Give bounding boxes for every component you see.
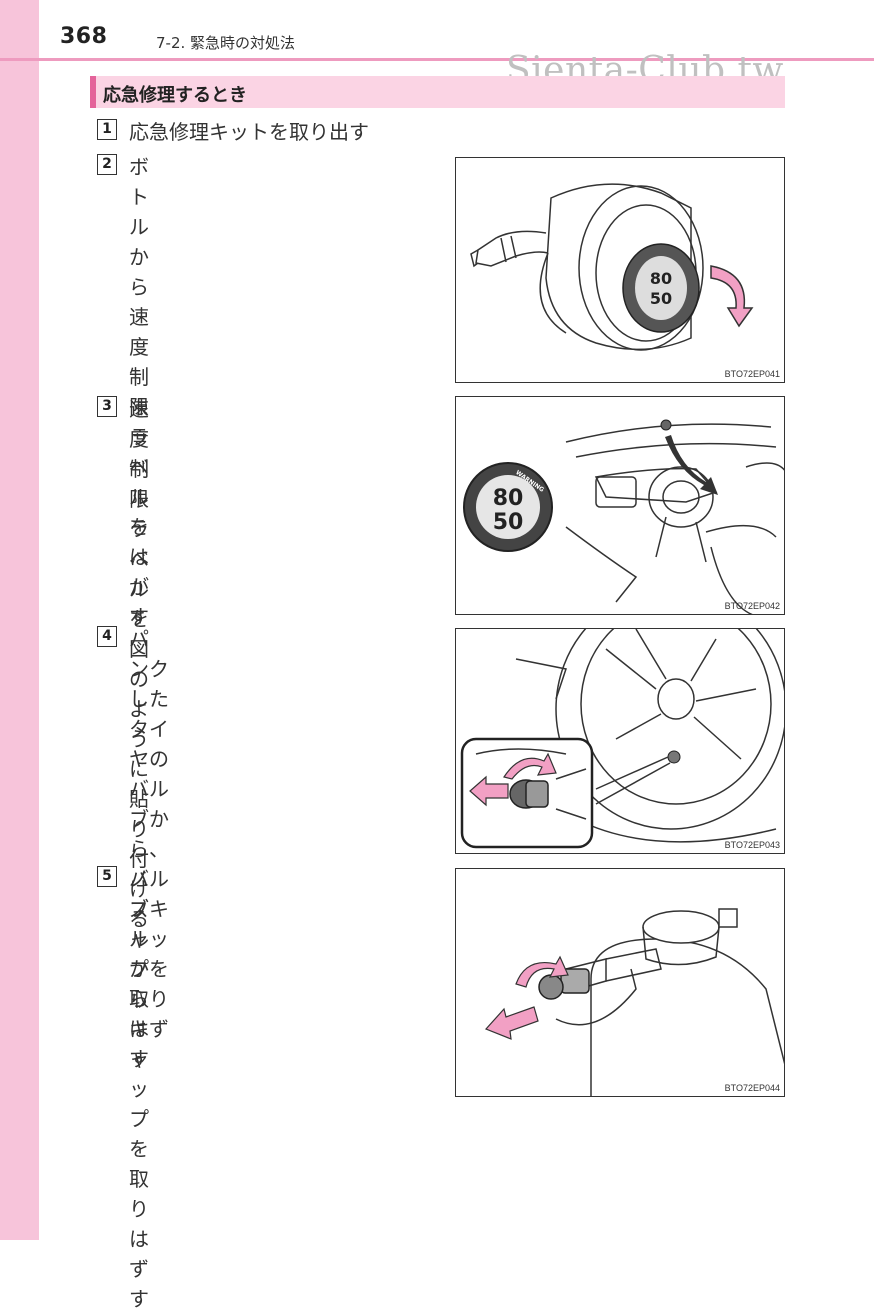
nozzle-illustration (484, 908, 784, 1096)
step-number: 1 (97, 119, 117, 140)
step-text-line: 速度制限ラベルを図のように貼 (129, 397, 149, 811)
curved-arrow-icon (710, 265, 754, 328)
page-number: 368 (60, 24, 108, 49)
step-number: 5 (97, 866, 117, 887)
chapter-title: 7-2. 緊急時の対処法 (156, 34, 296, 52)
step-text: 速度制限ラベルを図のように貼 り付ける (129, 394, 149, 934)
figure-id: BTO72EP041 (724, 369, 780, 379)
section-heading-text: 応急修理するとき (103, 85, 247, 106)
figure-tire-valve: BTO72EP043 (455, 628, 785, 854)
step-text: 応急修理キットを取り出す (129, 120, 369, 144)
step-number: 2 (97, 154, 117, 175)
step-text-line: バルブキャップを取りはずす (129, 867, 169, 1071)
step-text-line: がす (129, 575, 149, 629)
step-text-line: ノズルからキャップを取りはず (129, 867, 149, 1281)
tire-valve-illustration (460, 629, 784, 849)
label-upper-value: 80 (493, 486, 524, 511)
step-text-line: パンクしたタイヤのバルブから、 (129, 627, 169, 861)
step-text-line: り付ける (129, 817, 149, 931)
section-heading-bar (90, 76, 96, 108)
step-number: 4 (97, 626, 117, 647)
pull-arrow-icon (484, 1006, 539, 1040)
section-heading: 応急修理するとき (90, 76, 785, 108)
step-text: パンクしたタイヤのバルブから、 バルブキャップを取りはずす (129, 624, 169, 1074)
label-lower-value: 50 (493, 510, 524, 535)
figure-nozzle-cap: BTO72EP044 (455, 868, 785, 1097)
pull-arrow-icon (665, 435, 718, 495)
figure-dashboard-label: WARNING 80 50 BTO72EP042 (455, 396, 785, 615)
step-text-line: ボトルから速度制限ラベルをは (129, 155, 149, 569)
speed-label-large: WARNING 80 50 (463, 462, 553, 552)
header-rule (0, 58, 874, 61)
step-text: ボトルから速度制限ラベルをは がす (129, 152, 149, 632)
figure-id: BTO72EP044 (724, 1083, 780, 1093)
side-strip (0, 0, 39, 1240)
figure-id: BTO72EP042 (724, 601, 780, 611)
curved-arrow-icon (515, 955, 569, 988)
figure-id: BTO72EP043 (724, 840, 780, 850)
step-text: ノズルからキャップを取りはず す (129, 864, 149, 1314)
pull-arrow-icon (469, 775, 509, 807)
step-text-line: す (129, 1287, 149, 1311)
bottle-illustration: 80 50 (470, 183, 754, 351)
figure-bottle-label: 80 50 BTO72EP041 (455, 157, 785, 383)
step-number: 3 (97, 396, 117, 417)
curved-arrow-icon (503, 752, 557, 780)
dashboard-illustration: WARNING 80 50 (463, 419, 784, 614)
label-lower-value: 50 (650, 289, 672, 308)
label-upper-value: 80 (650, 269, 672, 288)
